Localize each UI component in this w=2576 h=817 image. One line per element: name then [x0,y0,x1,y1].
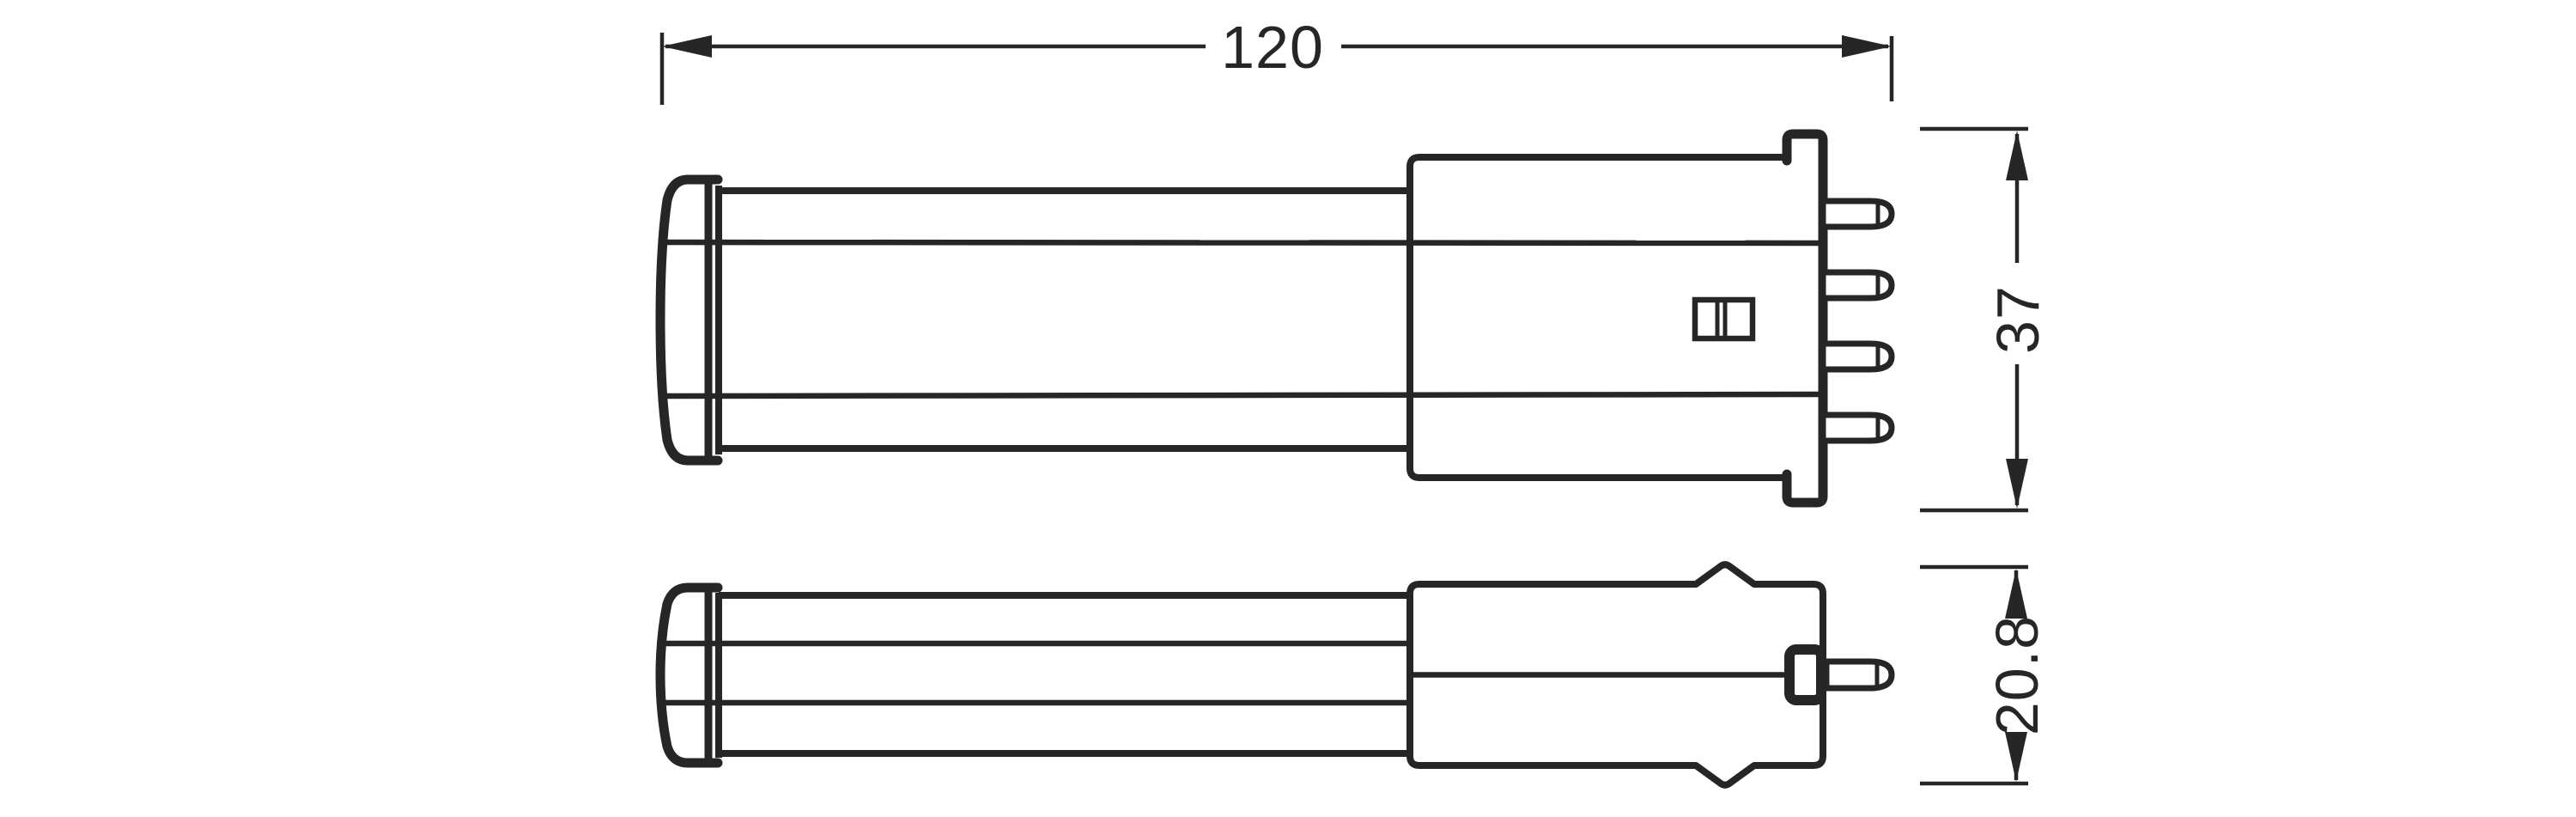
view-edge-elevation [655,561,1895,789]
tube-inner-line-lower [661,391,1821,399]
pin-3 [1820,340,1895,373]
arrowhead-length-right [1842,35,1892,58]
end-cap-outline-edge [655,582,723,768]
pin-edge-view [1823,658,1895,692]
view-side-elevation [655,129,1895,508]
pin-group [1820,198,1895,444]
base-housing-outline-edge [1406,561,1826,789]
dimension-height: 37 [1920,126,2051,513]
base-right-edge-and-lugs [1782,129,1828,508]
dimensions: 120 37 20.8 [659,14,2051,786]
dimension-label-height: 37 [1984,285,2051,354]
tube-inner-line-upper [661,239,1821,247]
pin-4 [1820,412,1895,444]
arrowhead-height-top [2006,131,2028,180]
end-cap-outline [655,174,723,466]
arrowhead-length-left [662,35,712,58]
arrowhead-depth-top [2005,569,2027,619]
pin-1 [1820,198,1895,230]
base-housing-outline [1406,154,1785,481]
arrowhead-depth-bottom [2005,732,2027,782]
dimension-length: 120 [659,14,1894,105]
pin-2 [1820,269,1895,302]
dimension-label-length: 120 [1221,14,1324,81]
dimension-depth: 20.8 [1920,564,2050,786]
base-detail-window [1692,296,1756,342]
dimension-label-depth: 20.8 [1984,615,2050,735]
arrowhead-height-bottom [2006,459,2028,509]
pin-holder-block [1784,644,1826,705]
